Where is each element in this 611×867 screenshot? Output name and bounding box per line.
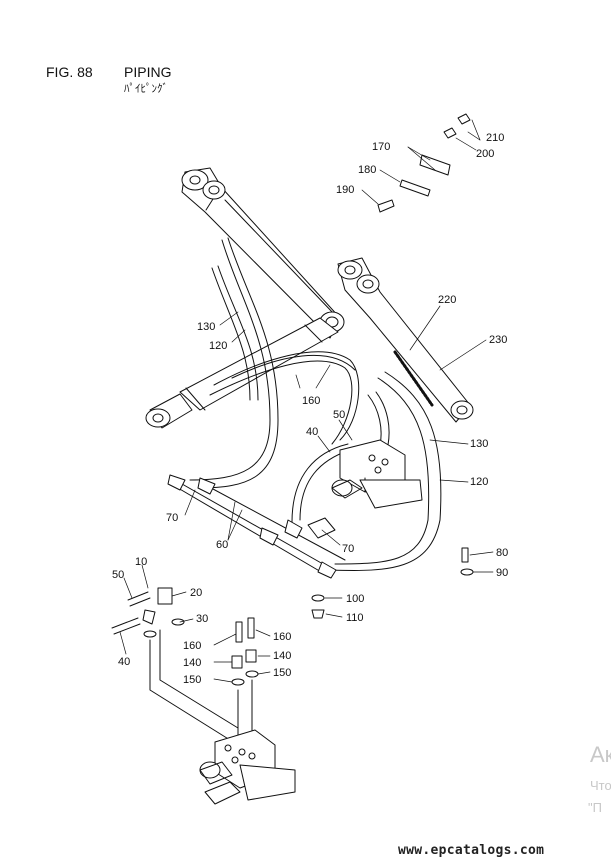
callout-50-bottom: 50 [112, 569, 124, 581]
callout-110: 110 [346, 612, 364, 624]
callout-50-top: 50 [333, 409, 345, 421]
watermark-line-2: Что [590, 778, 611, 793]
callout-230: 230 [489, 334, 507, 346]
callout-140-left: 140 [183, 657, 201, 669]
callout-160-mid: 160 [302, 395, 320, 407]
watermark-line-1: Ак [590, 742, 611, 767]
callout-120-right: 120 [470, 476, 488, 488]
callout-170: 170 [372, 141, 390, 153]
callout-160-left: 160 [183, 640, 201, 652]
callout-130-right: 130 [470, 438, 488, 450]
callout-150-left: 150 [183, 674, 201, 686]
callout-80: 80 [496, 547, 508, 559]
callout-100: 100 [346, 593, 364, 605]
hoses-left [189, 237, 442, 571]
callout-160-right: 160 [273, 631, 291, 643]
callout-70-right: 70 [342, 543, 354, 555]
leader-lines [119, 119, 494, 683]
callout-70-left: 70 [166, 512, 178, 524]
figure-number: FIG. 88 [46, 64, 93, 80]
callout-130-left: 130 [197, 321, 215, 333]
pipe-assembly [167, 474, 346, 579]
bolts-washers [311, 547, 474, 619]
callout-labels: 130 120 160 170 180 190 210 200 220 230 … [112, 132, 508, 686]
callout-30: 30 [196, 613, 208, 625]
valve-block-lower [149, 629, 296, 805]
lower-center-fittings [231, 617, 259, 686]
callout-40-top: 40 [306, 426, 318, 438]
callout-210: 210 [486, 132, 504, 144]
right-cylinder [337, 257, 474, 423]
callout-60: 60 [216, 539, 228, 551]
upper-parts [377, 113, 471, 213]
valve-block-upper [331, 439, 423, 509]
callout-180: 180 [358, 164, 376, 176]
figure-subtitle: ﾊﾟｲﾋﾟﾝｸﾞ [124, 82, 168, 95]
left-boom-cylinder [181, 167, 345, 339]
callout-20: 20 [190, 587, 202, 599]
callout-190: 190 [336, 184, 354, 196]
callout-200: 200 [476, 148, 494, 160]
callout-40-bottom: 40 [118, 656, 130, 668]
lower-left-fittings [111, 587, 185, 638]
figure-title: PIPING [124, 64, 172, 80]
site-url[interactable]: www.epcatalogs.com [398, 843, 545, 858]
callout-140-right: 140 [273, 650, 291, 662]
callout-150-right: 150 [273, 667, 291, 679]
callout-220: 220 [438, 294, 456, 306]
callout-120-left: 120 [209, 340, 227, 352]
watermark-line-3: "П [588, 800, 602, 815]
callout-90: 90 [496, 567, 508, 579]
callout-10: 10 [135, 556, 147, 568]
